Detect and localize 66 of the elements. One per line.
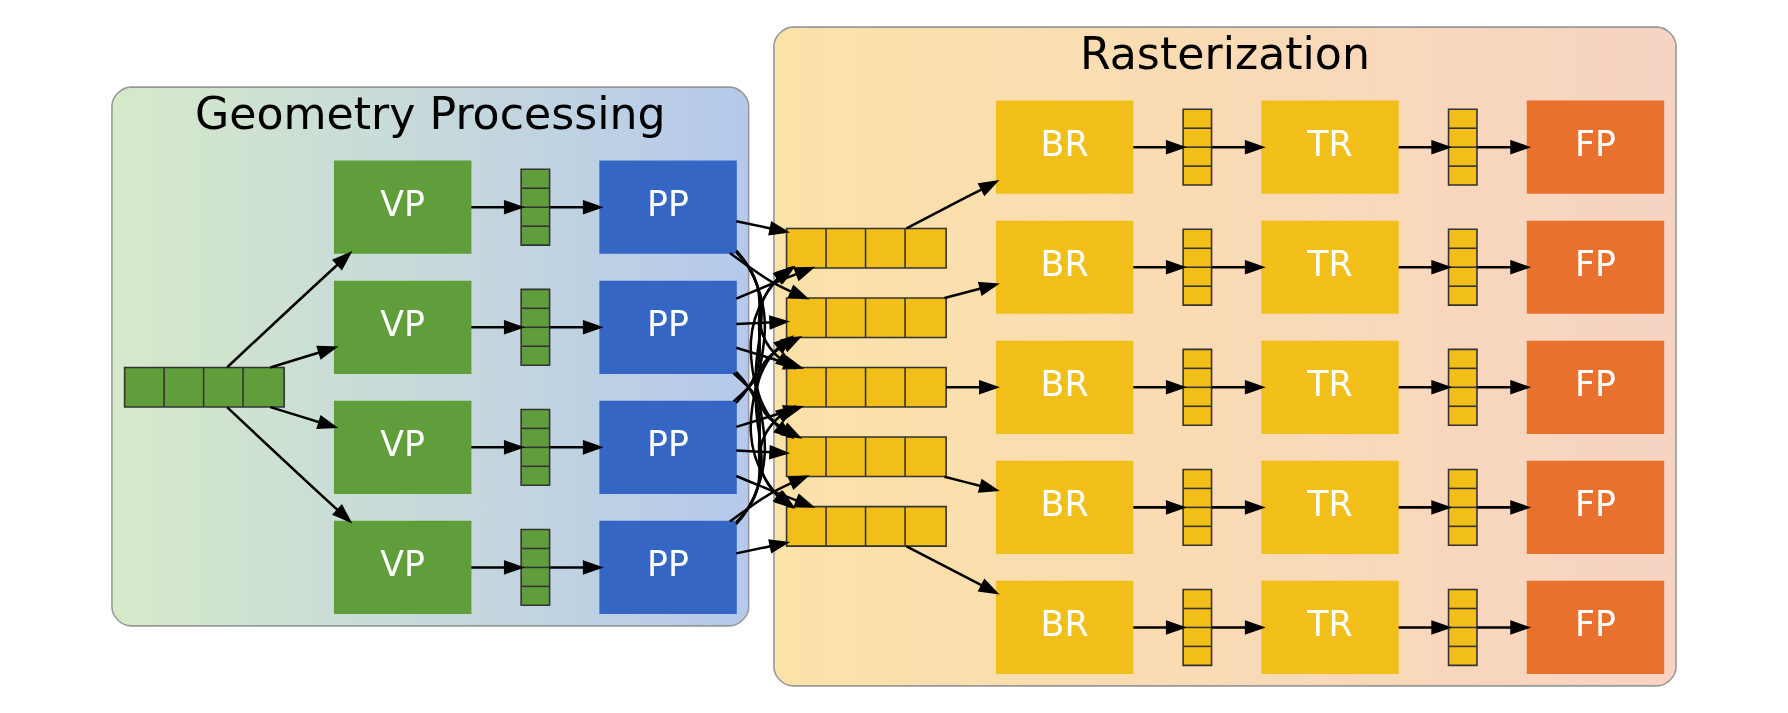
arrow [471,199,525,215]
arrow [1398,500,1453,515]
arrow [1477,380,1532,395]
arrow [549,560,604,575]
arrow [471,440,525,455]
arrow [1211,500,1266,515]
node-box: VP [333,520,472,614]
node-box: TR [1261,340,1399,434]
arrow [1477,620,1532,635]
arrow [1133,139,1187,155]
node-box: TR [1261,580,1399,675]
arrow [549,199,604,215]
arrow [1398,259,1453,275]
arrow [1133,259,1187,275]
node-box: BR [995,460,1134,554]
node-box: VP [333,400,472,494]
node-box: FP [1526,340,1665,434]
arrow [1477,139,1532,155]
node-box: TR [1261,100,1399,194]
node-box: VP [333,280,472,374]
arrow [1133,500,1187,515]
node-box: VP [333,160,472,254]
arrow [226,251,353,369]
arrow [736,539,791,555]
arrow [946,380,1000,395]
node-box: FP [1526,460,1665,554]
node-box: FP [1526,220,1665,314]
arrow [736,315,791,330]
node-box: BR [995,220,1134,314]
arrow [729,475,810,523]
arrow [905,180,1000,230]
node-box: TR [1261,460,1399,554]
node-box: PP [599,160,737,254]
arrow [1398,139,1453,155]
node-box: PP [599,400,737,494]
arrow [736,444,791,460]
arrow [270,405,339,429]
arrow [226,406,353,524]
arrow [1477,259,1532,275]
node-box: BR [995,100,1134,194]
node-box: PP [599,520,737,614]
arrow [471,319,525,335]
node-box: BR [995,340,1134,434]
node-box: BR [995,580,1134,675]
arrow [1398,620,1453,635]
arrow [1398,380,1453,395]
node-box: FP [1526,100,1665,194]
arrow [471,560,525,575]
arrow [1477,500,1532,515]
arrow [944,281,1000,300]
arrow [1133,380,1187,395]
node-box: TR [1261,220,1399,314]
arrow [549,319,604,335]
arrow [270,345,339,369]
node-box: PP [599,280,737,374]
arrow [729,252,810,300]
arrow [1211,620,1266,635]
arrow [905,545,1000,595]
arrow [1211,139,1266,155]
node-box: FP [1526,580,1665,675]
arrow [944,475,1000,493]
arrow [736,220,791,236]
arrow [1133,620,1187,635]
arrow [1211,259,1266,275]
arrow [549,440,604,455]
arrow [1211,380,1266,395]
